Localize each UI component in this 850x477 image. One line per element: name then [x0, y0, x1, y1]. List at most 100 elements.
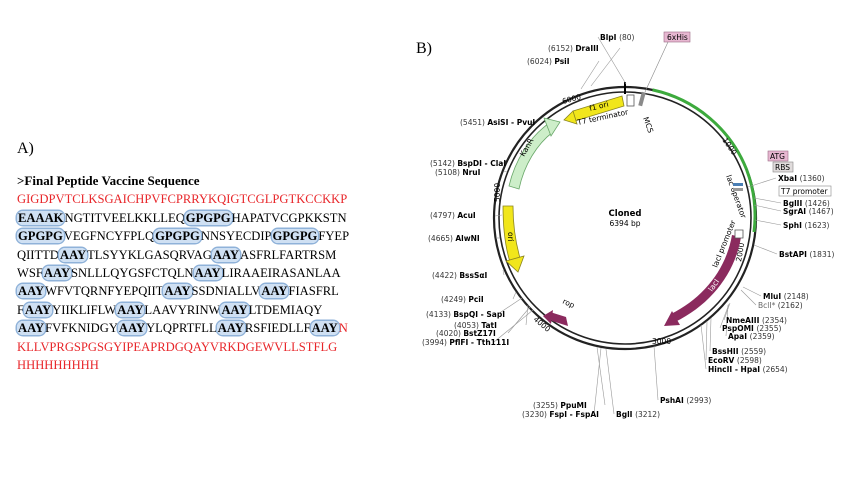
restriction-site-leader [590, 47, 621, 87]
restriction-site-leader [753, 244, 778, 255]
restriction-site-position: (5142) [430, 159, 457, 168]
restriction-site-position: (4053) [454, 321, 481, 330]
linker-motif: AAY [193, 266, 222, 281]
restriction-site-label: (4797) AcuI [430, 211, 476, 220]
mcs-mark [638, 91, 646, 107]
restriction-site: (3255) PpuMI [533, 346, 606, 410]
sequence-segment: NGTITVEELKKLLEQ [64, 210, 185, 225]
restriction-site-label: (3255) PpuMI [533, 401, 587, 410]
sequence-line: AAYWFVTQRNFYEPQIITAAYSSDNIALLVAAYFIASFRL [17, 282, 397, 300]
restriction-site-name: PsiI [554, 57, 569, 66]
linker-motif: AAY [220, 302, 249, 317]
linker-motif: AAY [163, 284, 192, 299]
restriction-site: EcoRV (2598) [705, 320, 762, 365]
restriction-site-position: (1831) [809, 250, 834, 259]
linker-motif: GPGPG [17, 229, 64, 244]
restriction-site-leader [596, 346, 606, 406]
ori-label: ori [506, 232, 515, 242]
restriction-site-name: DraIII [575, 44, 599, 53]
restriction-site-label: PshAI (2993) [660, 396, 711, 405]
restriction-site-leader [742, 286, 762, 297]
restriction-site: BlpI (80) [597, 33, 635, 85]
restriction-site-label: ApaI (2359) [728, 332, 775, 341]
restriction-site-leader [494, 214, 503, 217]
sequence-segment: LIRAAEIRASANLAA [221, 266, 341, 281]
restriction-site: MluI (2148) [742, 286, 809, 301]
restriction-site-position: (3255) [533, 401, 560, 410]
sequence-segment: FYEP [318, 229, 350, 244]
restriction-site: (6152) DraIII [548, 44, 621, 87]
sequence-line: QIITTDAAYTLSYYKLGASQRVAGAAYASFRLFARTRSM [17, 246, 397, 264]
laci-feature: lacI [664, 235, 741, 326]
rop-feature: rop [543, 297, 576, 326]
restriction-site-leader [503, 170, 508, 173]
restriction-site-label: (4053) TatI [454, 321, 497, 330]
restriction-site-position: (2354) [762, 316, 787, 325]
restriction-site-label: SphI (1623) [783, 221, 830, 230]
sequence-segment: WSF [17, 266, 43, 281]
linker-motif: AAY [24, 302, 53, 317]
linker-motif: AAY [211, 247, 240, 262]
t7-promoter-label: T7 promoter [780, 187, 828, 196]
restriction-site-label: (6152) DraIII [548, 44, 599, 53]
ori-feature: ori [502, 205, 525, 273]
restriction-site: (4665) AlwNI [428, 234, 500, 243]
sequence-line: FAAYYIIKLIFLWAAYLAAVYRINWAAYLTDEMIAQY [17, 301, 397, 319]
sequence-segment: GIGDPVTCLKSGAICHPVFCPRRYKQIGTCGLPGTKCCKK… [17, 192, 348, 207]
restriction-site-name: PspOMI [722, 324, 756, 333]
linker-motif: AAY [42, 266, 72, 281]
restriction-site-label: HincII - HpaI (2654) [708, 365, 788, 374]
sequence-segment: WFVTQRNFYEPQIIT [45, 284, 164, 299]
laci-promoter-mark [734, 229, 744, 239]
linker-motif: AAY [17, 284, 46, 299]
linker-motif: AAY [58, 247, 88, 262]
restriction-site-name: SphI [783, 221, 805, 230]
sequence-segment: HHHHHHHHH [17, 358, 99, 373]
sequence-segment: VEGFNCYFPLQ [63, 229, 155, 244]
restriction-site: XbaI (1360) [747, 174, 825, 188]
restriction-site-name: HincII - HpaI [708, 365, 763, 374]
restriction-site-position: (4797) [430, 211, 457, 220]
restriction-site-name: BlpI [600, 33, 619, 42]
linker-motif: AAY [216, 321, 245, 336]
restriction-site-position: (4020) [436, 329, 463, 338]
restriction-site: (5451) AsiSI - PvuI [460, 118, 535, 127]
plasmid-name: Cloned [609, 209, 642, 219]
sequence-segment: FVFKNIDGY [45, 321, 118, 336]
sequence-line: HHHHHHHHH [17, 356, 397, 374]
restriction-site-leader [502, 269, 505, 276]
t7-promoter-mark [733, 188, 743, 191]
restriction-site-position: (6024) [527, 57, 554, 66]
restriction-site: (5142) BspDI - ClaI [430, 159, 506, 168]
restriction-site: (4797) AcuI [430, 211, 503, 220]
restriction-site-name: XbaI [778, 174, 800, 183]
restriction-site-leader [512, 291, 517, 300]
restriction-site-label: NmeAIII (2354) [726, 316, 787, 325]
sequence-segment: LAAVYRINW [144, 302, 221, 317]
sequence-segment: FIASFRL [288, 284, 339, 299]
restriction-site-leader [723, 302, 731, 321]
restriction-site-position: (1467) [809, 207, 834, 216]
sequence-segment: YIIKLIFLW [52, 302, 117, 317]
sequence-segment: N [338, 321, 348, 336]
restriction-site: PshAI (2993) [653, 345, 711, 405]
linker-motif: AAY [17, 321, 46, 336]
restriction-site-label: PspOMI (2355) [722, 324, 781, 333]
restriction-site-label: (3230) FspI - FspAI [522, 410, 599, 419]
restriction-site-leader [605, 348, 615, 415]
restriction-site-name: SgrAI [783, 207, 809, 216]
restriction-site-name: PpuMI [560, 401, 587, 410]
t7-terminator-box [626, 94, 635, 107]
panel-b-label: B) [416, 40, 432, 57]
restriction-site-name: BssSαI [459, 271, 487, 280]
restriction-site-leader [653, 345, 659, 401]
restriction-site-leader [754, 219, 782, 226]
sequence-segment: SSDNIALLV [191, 284, 261, 299]
restriction-site-position: (1426) [805, 199, 830, 208]
restriction-site-position: (4422) [432, 271, 459, 280]
restriction-site-name: MluI [763, 292, 784, 301]
tick-1000: 1000 [720, 136, 738, 157]
sequence-segment: TLSYYKLGASQRVAG [87, 247, 212, 262]
restriction-site-label: (4422) BssSαI [432, 271, 488, 280]
restriction-site-label: SgrAI (1467) [783, 207, 834, 216]
